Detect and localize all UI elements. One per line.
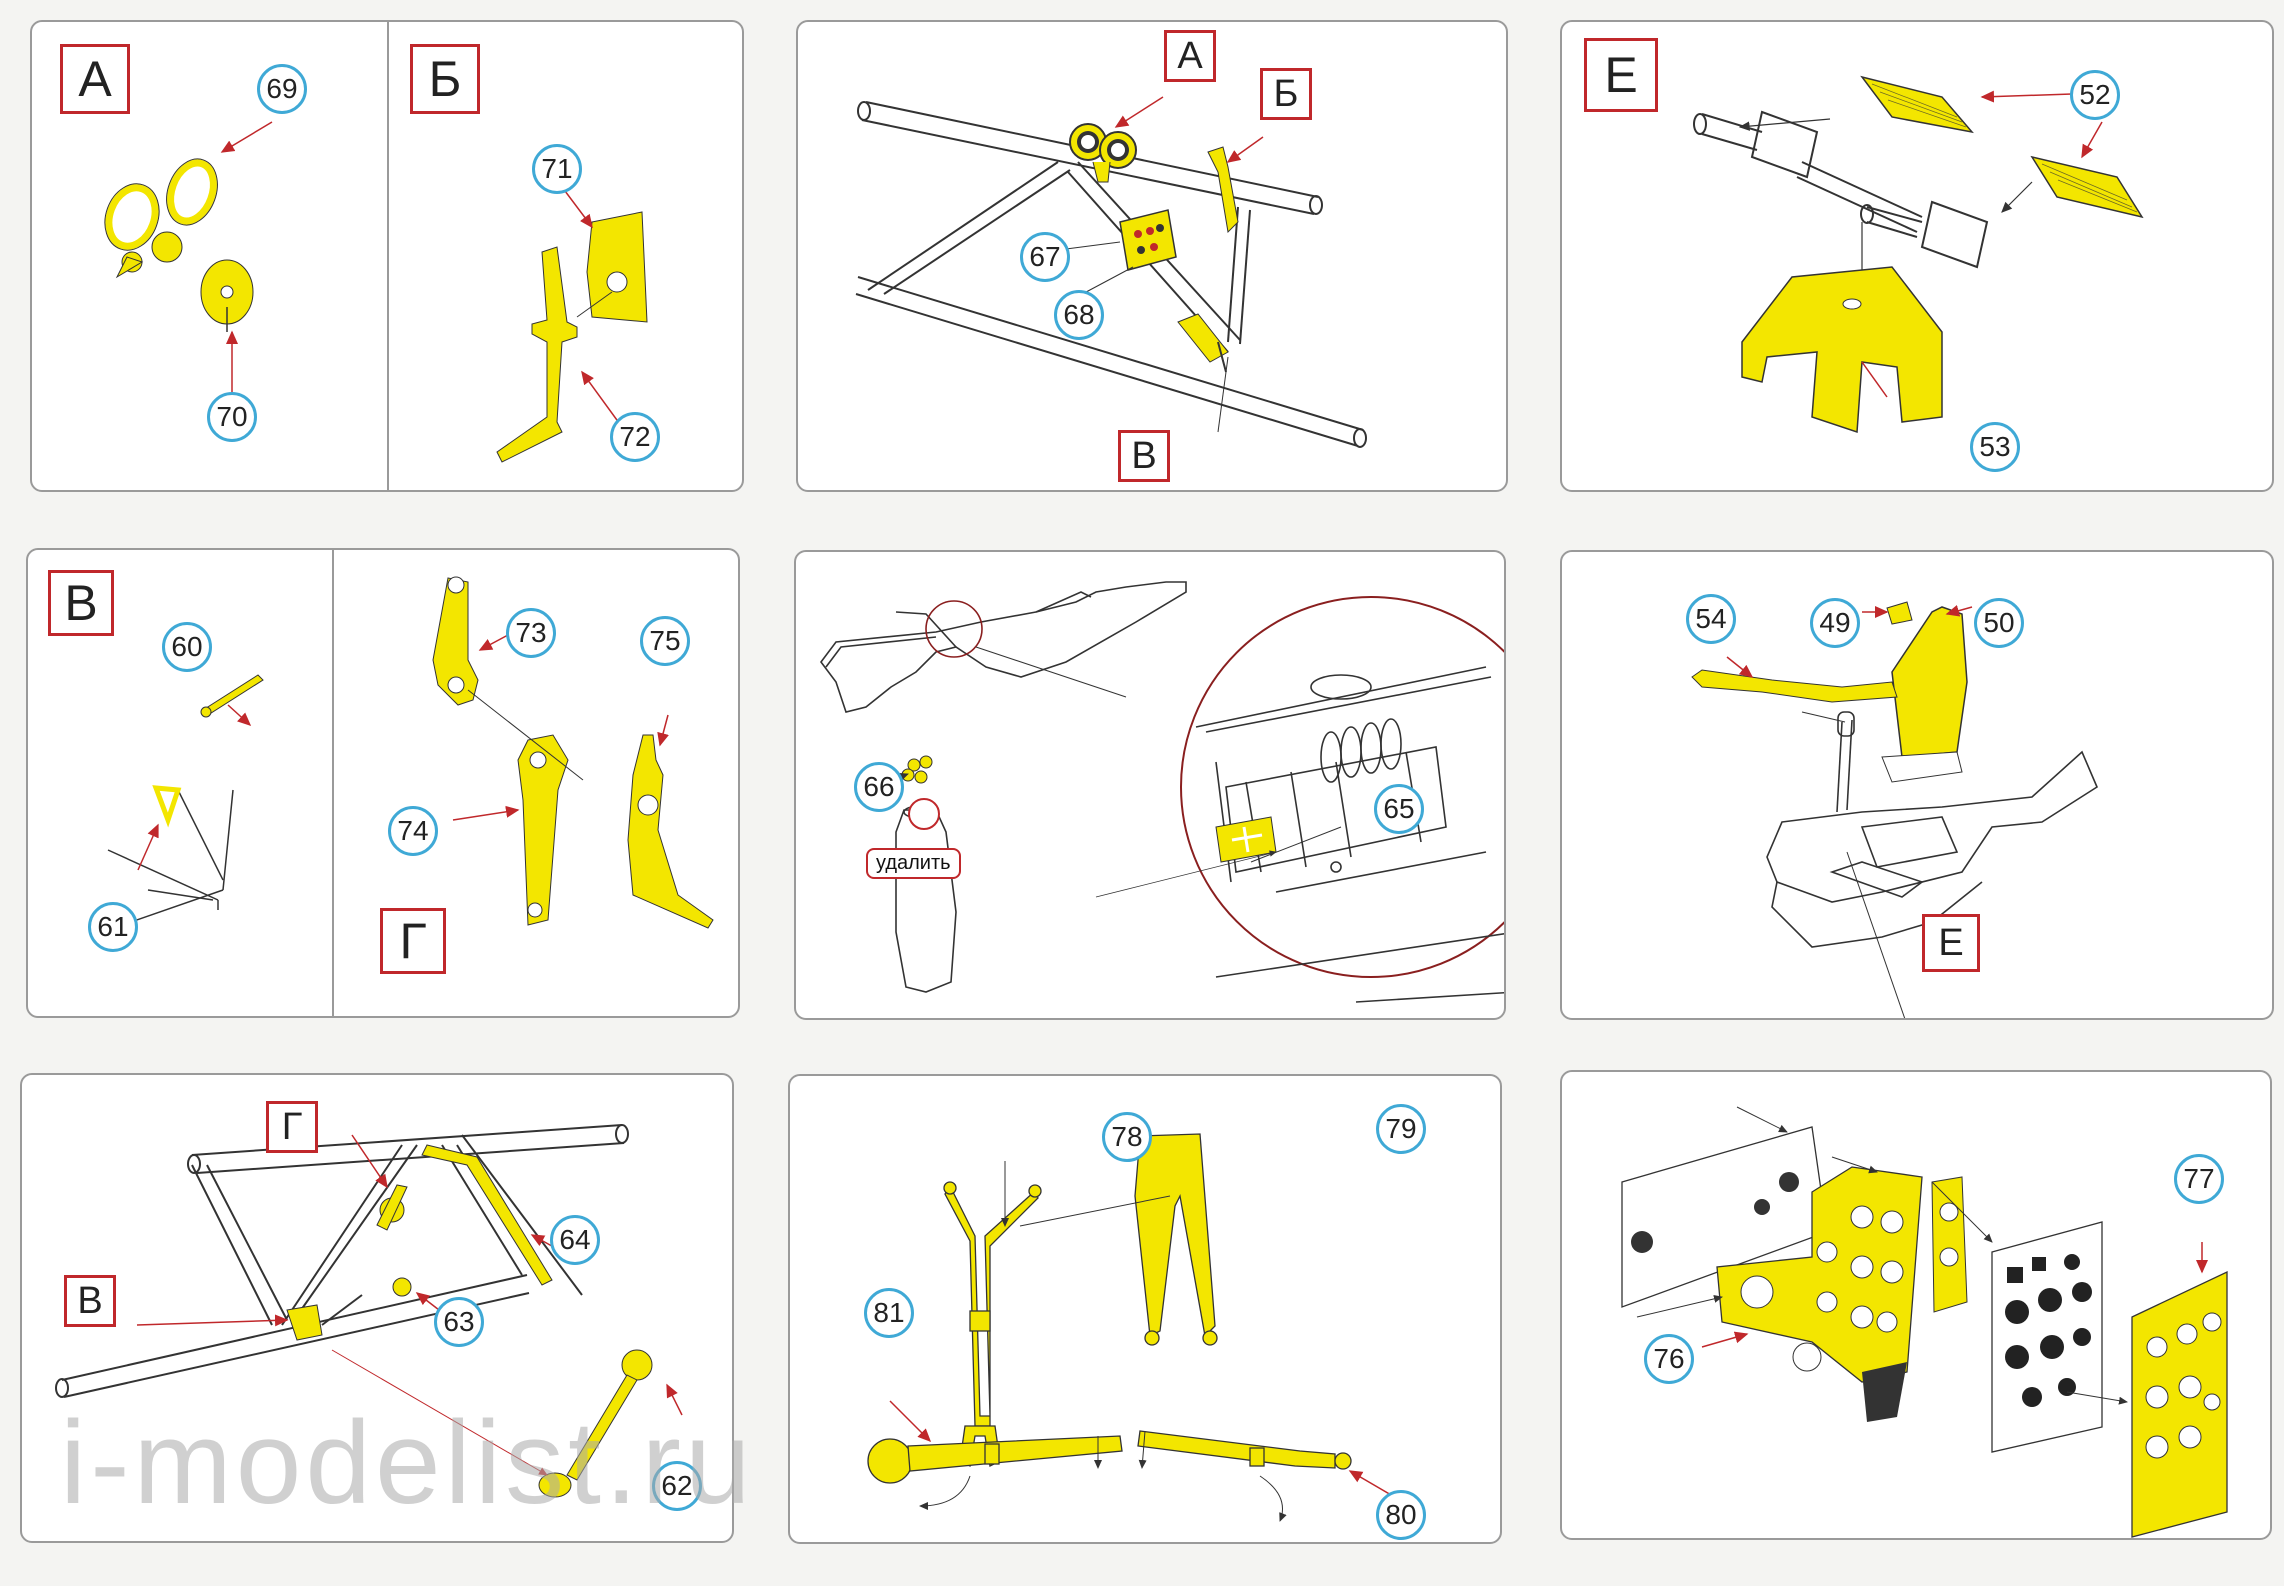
- callout-66: 66: [854, 762, 904, 812]
- callout-79: 79: [1376, 1104, 1426, 1154]
- part-73-shape: [432, 577, 479, 706]
- callout-73: 73: [506, 608, 556, 658]
- callout-63: 63: [434, 1297, 484, 1347]
- part-71-shape: [586, 211, 648, 323]
- watermark: i-modelist.ru: [60, 1397, 755, 1529]
- panel-v-g: В Г 60 61 73 74 75: [26, 548, 740, 1018]
- panel-harness: 78 79 81 80: [788, 1074, 1502, 1544]
- panel-frame-bottom-drawing: [55, 1124, 683, 1498]
- callout-70: 70: [207, 392, 257, 442]
- panel-e-pedals: Е 52 53: [1560, 20, 2274, 492]
- panel-seat-drawing: [1691, 601, 2099, 1018]
- panel-v-g-drawing: [107, 576, 714, 931]
- callout-78: 78: [1102, 1112, 1152, 1162]
- callout-53: 53: [1970, 422, 2020, 472]
- label-letter-a: А: [60, 44, 130, 114]
- label-letter-a-2: А: [1164, 30, 1216, 82]
- panel-frame-bottom: Г В 64 63 62: [20, 1073, 734, 1543]
- callout-67: 67: [1020, 232, 1070, 282]
- label-letter-g-2: Г: [266, 1101, 318, 1153]
- panel-a-b: А Б 69 70 71 72: [30, 20, 744, 492]
- part-64-shape: [421, 1144, 553, 1286]
- lever-g-shape: [376, 1184, 408, 1231]
- part-69-shape: [105, 159, 217, 250]
- label-letter-b: Б: [410, 44, 480, 114]
- label-letter-e: Е: [1584, 38, 1658, 112]
- callout-76: 76: [1644, 1334, 1694, 1384]
- callout-61: 61: [88, 902, 138, 952]
- callout-62: 62: [652, 1461, 702, 1511]
- panel-e-pedals-drawing: [1693, 75, 2144, 434]
- part-67-shape: [1119, 209, 1177, 271]
- panel-frame-top: А Б В 67 68: [796, 20, 1508, 492]
- callout-81: 81: [864, 1288, 914, 1338]
- callout-80: 80: [1376, 1490, 1426, 1540]
- label-letter-b-2: Б: [1260, 68, 1312, 120]
- callout-54: 54: [1686, 594, 1736, 644]
- label-letter-v-2: В: [1118, 430, 1170, 482]
- part-76-shape: [1716, 1166, 1923, 1422]
- part-61-shape: [152, 785, 182, 828]
- callout-60: 60: [162, 622, 212, 672]
- callout-72: 72: [610, 412, 660, 462]
- callout-71: 71: [532, 144, 582, 194]
- panel-divider: [387, 22, 389, 490]
- callout-64: 64: [550, 1215, 600, 1265]
- part-81-shape: [867, 1435, 1123, 1484]
- part-50-shape: [1891, 606, 1968, 758]
- callout-65: 65: [1374, 784, 1424, 834]
- part-62-shape: [538, 1349, 653, 1498]
- callout-68: 68: [1054, 290, 1104, 340]
- panel-instrument: 77 76: [1560, 1070, 2272, 1540]
- panel-instrument-drawing: [1621, 1106, 2228, 1538]
- part-74-shape: [517, 734, 569, 926]
- part-63-shape: [392, 1277, 412, 1297]
- panel-cockpit-side-drawing: [820, 581, 1504, 1003]
- part-79-shape: [1134, 1133, 1218, 1346]
- callout-77: 77: [2174, 1154, 2224, 1204]
- label-letter-g: Г: [380, 908, 446, 974]
- part-80-shape: [1137, 1430, 1352, 1470]
- part-75-shape: [627, 734, 714, 929]
- gauge-cluster-shape: [1069, 123, 1137, 183]
- part-49-shape: [1886, 601, 1913, 625]
- label-letter-e-2: Е: [1922, 914, 1980, 972]
- callout-75: 75: [640, 616, 690, 666]
- panel-a-b-drawing: [104, 121, 648, 463]
- callout-49: 49: [1810, 598, 1860, 648]
- part-72-shape: [496, 246, 578, 463]
- callout-52: 52: [2070, 70, 2120, 120]
- remove-note: удалить: [866, 848, 961, 879]
- panel-divider: [332, 550, 334, 1016]
- part-53-shape: [1741, 266, 1943, 434]
- panel-frame-top-drawing: [855, 96, 1367, 448]
- panel-harness-drawing: [867, 1133, 1411, 1522]
- part-54-shape: [1691, 669, 1898, 703]
- label-letter-v: В: [48, 570, 114, 636]
- callout-50: 50: [1974, 598, 2024, 648]
- panel-cockpit-side: 66 65 удалить: [794, 550, 1506, 1020]
- label-letter-v-3: В: [64, 1275, 116, 1327]
- part-77-shape: [2131, 1270, 2228, 1538]
- panel-seat: Е 54 49 50: [1560, 550, 2274, 1020]
- part-66-shape: [901, 755, 933, 784]
- callout-69: 69: [257, 64, 307, 114]
- callout-74: 74: [388, 806, 438, 856]
